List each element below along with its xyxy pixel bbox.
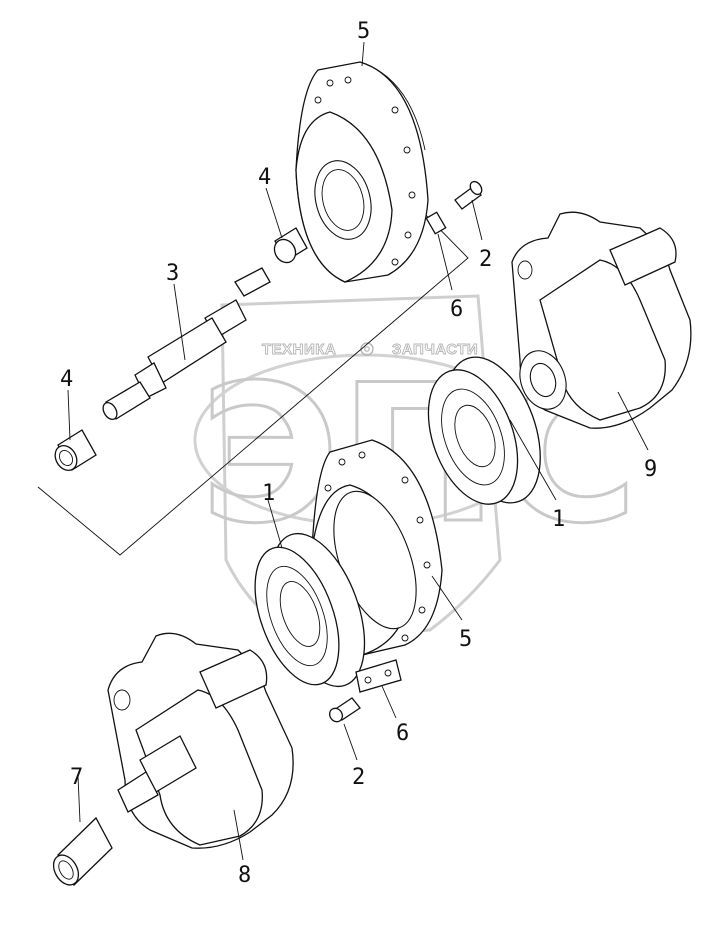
watermark-left-word: ТЕХНИКА [262,341,336,358]
callout-1-left: 1 [262,481,275,506]
callout-2-low: 2 [352,765,365,790]
callout-2-top: 2 [479,247,492,272]
part-4-upper-bushing [273,227,308,264]
callout-4-top: 4 [258,165,271,190]
part-4-left-bushing [54,429,97,471]
callout-6-top: 6 [450,297,463,322]
part-2-upper-bolt [454,180,483,210]
leader-lines [67,41,649,861]
callout-5-mid: 5 [459,627,472,652]
part-1-right-bearing [427,356,541,505]
part-9-right-housing [511,211,692,429]
callout-5-top: 5 [357,19,370,44]
part-5-upper-flange [295,61,429,283]
part-2-lower-bolt [329,697,361,723]
callout-8: 8 [238,863,251,888]
part-1-left-bearing [254,532,366,688]
callout-4-left: 4 [60,367,73,392]
part-8-lower-housing [107,632,294,849]
part-7-lower-bushing [52,816,113,887]
watermark-right-word: ЗАПЧАСТИ [392,341,478,358]
callout-9: 9 [644,457,657,482]
callout-labels: 5 4 2 6 3 4 9 1 1 5 6 2 7 8 [60,19,657,888]
callout-7: 7 [70,765,83,790]
callout-1-right: 1 [552,507,565,532]
callout-6-low: 6 [396,721,409,746]
part-6-upper-lock-plate [425,211,447,235]
callout-3: 3 [166,261,179,286]
part-3-shaft [102,267,271,421]
part-6-lower-lock-plate [355,659,402,693]
